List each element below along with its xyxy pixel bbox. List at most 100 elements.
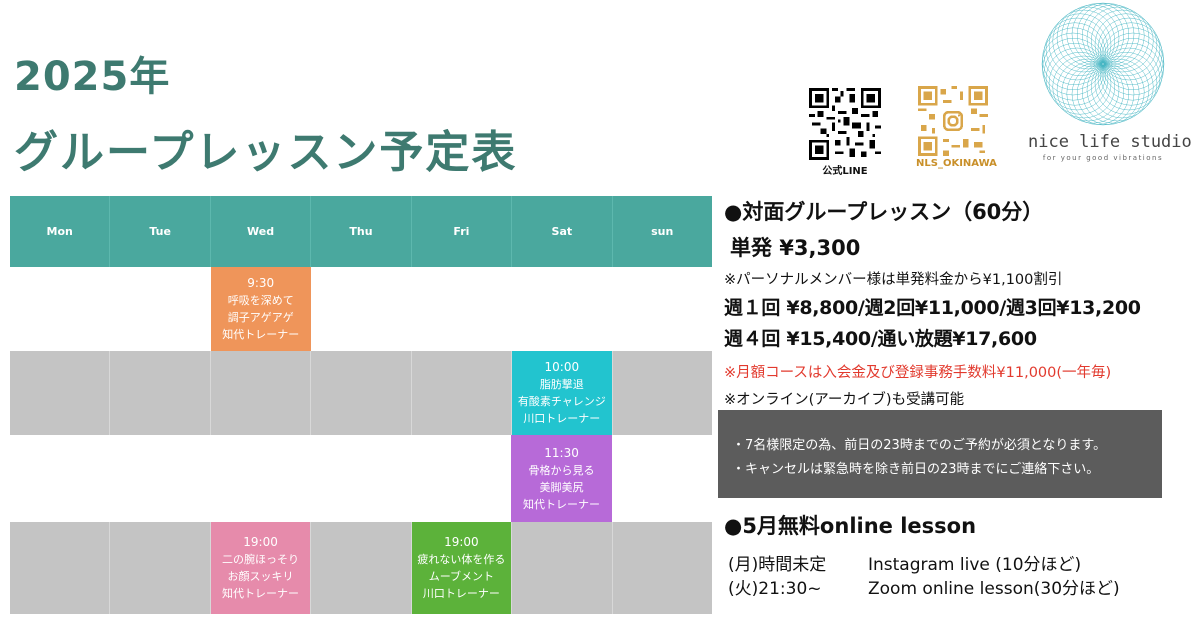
instagram-qr-caption: NLS_OKINAWA bbox=[916, 158, 997, 169]
lesson-time: 19:00 bbox=[444, 535, 479, 549]
lesson-title-line1: 疲れない体を作る bbox=[417, 553, 506, 566]
schedule-cell bbox=[110, 351, 211, 435]
logo-ring bbox=[1097, 47, 1161, 111]
schedule-cell: 10:00 脂肪撃退 有酸素チャレンジ 川口トレーナー bbox=[512, 351, 613, 435]
day-tue: Tue bbox=[110, 196, 211, 267]
logo-ring bbox=[1048, 52, 1112, 115]
page-title-year: 2025年 bbox=[14, 54, 171, 100]
online-archive-note: ※オンライン(アーカイブ)も受講可能 bbox=[724, 392, 965, 408]
lesson-title-line2: 有酸素チャレンジ bbox=[517, 395, 606, 408]
logo-ring bbox=[1094, 13, 1158, 76]
logo-ring bbox=[1099, 22, 1163, 85]
pricing-heading: ●対面グループレッスン（60分） bbox=[724, 200, 1044, 224]
online-lesson-row: (火)21:30~ Zoom online lesson(30分ほど) bbox=[728, 574, 1120, 599]
schedule-row: 19:00 二の腕ほっそり お顔スッキリ 知代トレーナー 19:00 疲れない体… bbox=[10, 522, 712, 614]
monthly-fee-note: ※月額コースは入会金及び登録事務手数料¥11,000(一年毎) bbox=[724, 365, 1112, 381]
lesson-title-line2: 調子アゲアゲ bbox=[227, 311, 294, 324]
online-lesson-what: Instagram live (10分ほど) bbox=[868, 555, 1082, 575]
schedule-cell bbox=[411, 267, 511, 351]
schedule-cell bbox=[110, 522, 211, 614]
schedule-cell bbox=[411, 435, 511, 522]
logo-ring bbox=[1045, 17, 1109, 81]
lesson-sat-1130[interactable]: 11:30 骨格から見る 美脚美尻 知代トレーナー bbox=[511, 435, 612, 522]
lesson-trainer: 知代トレーナー bbox=[222, 587, 300, 600]
lesson-trainer: 知代トレーナー bbox=[222, 328, 300, 341]
schedule-cell bbox=[311, 351, 412, 435]
single-price: 単発 ¥3,300 bbox=[730, 236, 861, 260]
day-thu: Thu bbox=[311, 196, 412, 267]
day-mon: Mon bbox=[10, 196, 111, 267]
personal-discount-note: ※パーソナルメンバー様は単発料金から¥1,100割引 bbox=[724, 272, 1063, 288]
schedule-cell bbox=[511, 267, 611, 351]
qr-code-icon[interactable] bbox=[807, 88, 883, 160]
day-sat: Sat bbox=[512, 196, 613, 267]
lesson-title-line1: 脂肪撃退 bbox=[539, 378, 584, 391]
logo-ring bbox=[1043, 22, 1107, 85]
online-lesson-row: (月)時間未定 Instagram live (10分ほど) bbox=[728, 550, 1081, 575]
schedule-cell bbox=[612, 522, 712, 614]
notice-line-2: ・キャンセルは緊急時を除き前日の23時までにご連絡下さい。 bbox=[732, 462, 1100, 477]
schedule-table: Mon Tue Wed Thu Fri Sat sun 9:30 呼吸を深めて … bbox=[10, 196, 712, 614]
schedule-cell bbox=[612, 351, 712, 435]
spirograph-logo-icon bbox=[1041, 2, 1165, 126]
notice-line-1: ・7名様限定の為、前日の23時までのご予約が必須となります。 bbox=[732, 438, 1107, 453]
schedule-header: Mon Tue Wed Thu Fri Sat sun bbox=[10, 196, 712, 267]
schedule-cell bbox=[612, 435, 712, 522]
weekly-price-line-1: 週１回 ¥8,800/週2回¥11,000/週3回¥13,200 bbox=[724, 297, 1141, 319]
reservation-notice: ・7名様限定の為、前日の23時までのご予約が必須となります。 ・キャンセルは緊急… bbox=[718, 410, 1162, 498]
logo-ring bbox=[1101, 27, 1164, 91]
logo-ring bbox=[1052, 55, 1115, 119]
line-qr-caption: 公式LINE bbox=[822, 166, 868, 177]
lesson-sat-1000[interactable]: 10:00 脂肪撃退 有酸素チャレンジ 川口トレーナー bbox=[512, 351, 612, 435]
day-sun: sun bbox=[651, 225, 674, 238]
studio-logo: nice life studio for your good vibration… bbox=[1028, 0, 1192, 162]
online-lesson-heading: ●5月無料online lesson bbox=[724, 514, 977, 538]
logo-ring bbox=[1048, 13, 1112, 76]
logo-ring bbox=[1082, 4, 1145, 68]
schedule-cell: 11:30 骨格から見る 美脚美尻 知代トレーナー bbox=[511, 435, 612, 522]
logo-ring bbox=[1086, 6, 1150, 70]
lesson-time: 11:30 bbox=[544, 445, 579, 460]
schedule-row: 9:30 呼吸を深めて 調子アゲアゲ 知代トレーナー bbox=[10, 267, 712, 351]
schedule-cell: 19:00 疲れない体を作る ムーブメント 川口トレーナー bbox=[411, 522, 513, 614]
lesson-title-line1: 骨格から見る bbox=[528, 463, 595, 477]
lesson-wed-1900[interactable]: 19:00 二の腕ほっそり お顔スッキリ 知代トレーナー bbox=[210, 522, 311, 614]
online-lesson-when: (火)21:30~ bbox=[728, 579, 822, 599]
lesson-time: 9:30 bbox=[247, 276, 275, 290]
weekly-price-line-2: 週４回 ¥15,400/通い放題¥17,600 bbox=[724, 328, 1037, 350]
schedule-row: 10:00 脂肪撃退 有酸素チャレンジ 川口トレーナー bbox=[10, 351, 712, 435]
schedule-cell bbox=[311, 522, 412, 614]
online-lesson-when: (月)時間未定 bbox=[728, 555, 827, 575]
schedule-cell bbox=[110, 267, 210, 351]
schedule-cell bbox=[10, 267, 110, 351]
schedule-cell bbox=[10, 351, 111, 435]
studio-name: nice life studio bbox=[1028, 132, 1192, 152]
schedule-cell bbox=[311, 267, 411, 351]
lesson-fri-1900[interactable]: 19:00 疲れない体を作る ムーブメント 川口トレーナー bbox=[411, 522, 512, 614]
schedule-cell: 9:30 呼吸を深めて 調子アゲアゲ 知代トレーナー bbox=[210, 267, 311, 351]
day-fri: Fri bbox=[412, 196, 513, 267]
instagram-qr-block[interactable]: NLS_OKINAWA bbox=[916, 86, 997, 169]
lesson-wed-0930[interactable]: 9:30 呼吸を深めて 調子アゲアゲ 知代トレーナー bbox=[210, 267, 311, 351]
schedule-cell bbox=[110, 435, 210, 522]
logo-ring bbox=[1097, 17, 1161, 81]
lesson-time: 10:00 bbox=[544, 360, 580, 374]
lesson-title-line2: 美脚美尻 bbox=[539, 480, 584, 494]
logo-ring bbox=[1076, 3, 1140, 66]
day-wed: Wed bbox=[211, 196, 312, 267]
lesson-title-line1: 呼吸を深めて bbox=[227, 294, 294, 307]
logo-ring bbox=[1094, 52, 1158, 115]
lesson-time: 19:00 bbox=[243, 535, 278, 549]
lesson-title-line2: お顔スッキリ bbox=[227, 570, 294, 583]
instagram-qr-code-icon[interactable] bbox=[918, 86, 988, 156]
lesson-title-line2: ムーブメント bbox=[428, 570, 495, 583]
logo-ring bbox=[1052, 9, 1115, 73]
line-qr-block[interactable]: 公式LINE bbox=[806, 88, 884, 177]
schedule-cell: 19:00 二の腕ほっそり お顔スッキリ 知代トレーナー bbox=[210, 522, 312, 614]
schedule-cell bbox=[311, 435, 411, 522]
lesson-title-line1: 二の腕ほっそり bbox=[222, 553, 300, 566]
schedule-row: 11:30 骨格から見る 美脚美尻 知代トレーナー bbox=[10, 435, 712, 522]
lesson-trainer: 知代トレーナー bbox=[523, 497, 601, 511]
schedule-cell bbox=[411, 351, 513, 435]
pricing-info: ●対面グループレッスン（60分） 単発 ¥3,300 ※パーソナルメンバー様は単… bbox=[724, 196, 1200, 409]
